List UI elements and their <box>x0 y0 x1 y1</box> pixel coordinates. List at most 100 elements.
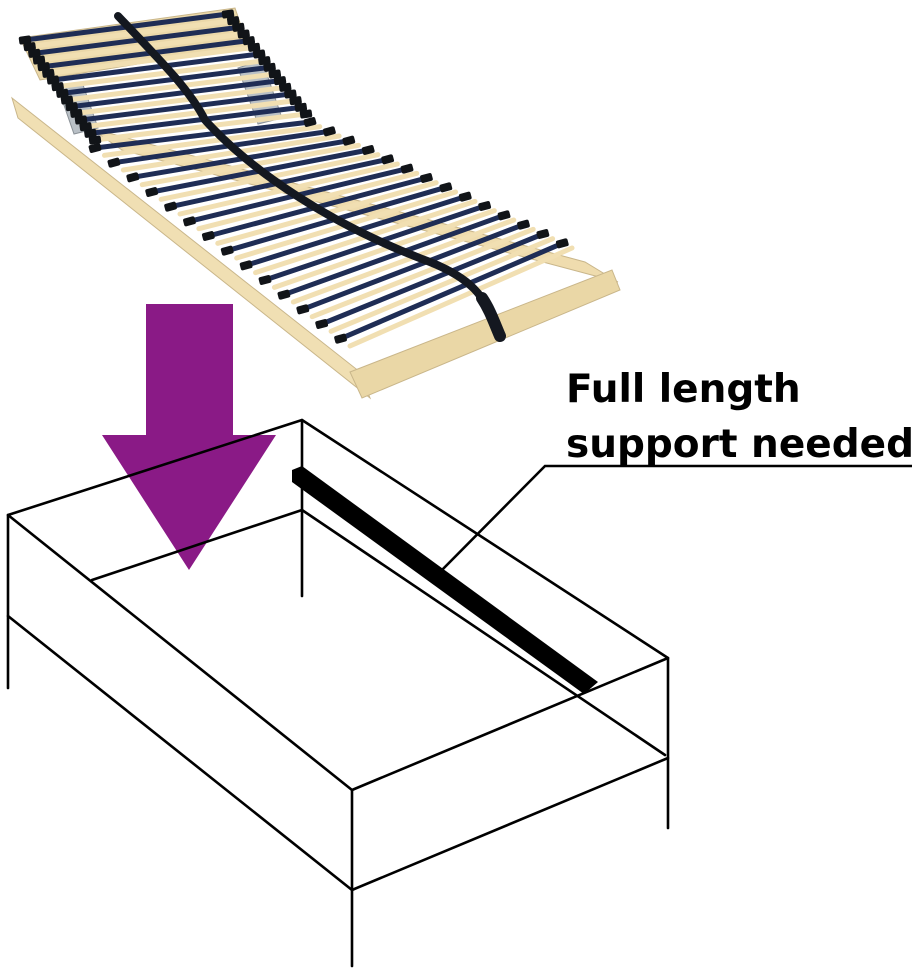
slat-clip <box>478 201 492 211</box>
slat <box>120 133 342 173</box>
slat-clip <box>126 172 140 183</box>
slat-clip <box>381 154 395 165</box>
slat-clip <box>220 245 234 256</box>
slat-clip <box>289 96 302 106</box>
callout-text: Full length support needed. <box>566 362 915 472</box>
slat <box>281 212 507 298</box>
slat-clip <box>56 88 69 98</box>
slat <box>347 245 575 349</box>
base-front-mid <box>6 614 354 892</box>
slat-clip <box>107 157 121 168</box>
slat-clip <box>258 275 272 285</box>
slat-clip <box>294 102 308 112</box>
base-top-rim <box>6 418 670 792</box>
slat-clip <box>247 42 261 52</box>
slat-clip <box>226 16 240 26</box>
slat-clip <box>242 36 256 46</box>
center-support-bar-edge <box>291 470 595 694</box>
slat <box>309 226 536 320</box>
slat-clip <box>439 182 453 193</box>
slat <box>78 91 293 123</box>
slat <box>328 236 556 334</box>
slat-clip <box>278 82 292 92</box>
slat-clip <box>315 319 329 329</box>
slat-clip <box>296 304 310 315</box>
slat-clip <box>342 135 356 146</box>
slat <box>50 51 262 83</box>
slat <box>83 98 299 130</box>
slat-clip <box>517 219 530 230</box>
slat-clip <box>273 76 287 86</box>
slat-clip <box>497 210 511 221</box>
slat <box>59 64 273 96</box>
slat-clip <box>60 95 74 105</box>
slat-clip <box>258 56 271 66</box>
slat <box>64 71 278 103</box>
slat-clip <box>70 108 83 118</box>
slat-clip <box>32 55 46 65</box>
slat-clip <box>74 115 88 125</box>
slat <box>92 111 309 143</box>
slat-clip <box>299 109 313 119</box>
frame-rail-end <box>349 269 621 399</box>
slat <box>92 119 313 151</box>
frame-rail-front <box>11 96 372 400</box>
slat <box>87 104 304 136</box>
slat-clips <box>18 9 569 344</box>
slat-clip <box>303 117 317 127</box>
bed-base-line-drawing <box>6 418 670 968</box>
slat <box>271 208 497 290</box>
slat-clip <box>23 42 36 52</box>
slat-clip <box>268 69 282 79</box>
slat-clip <box>164 201 177 212</box>
slat <box>300 222 526 312</box>
slat-clip <box>88 135 102 145</box>
callout-line-1: Full length <box>566 367 801 412</box>
slat-clip <box>145 187 159 197</box>
slat-clip <box>252 49 266 59</box>
slat-clip <box>284 89 297 99</box>
slat-clip <box>232 22 245 32</box>
slat-clip <box>88 143 102 153</box>
slat-clip <box>334 333 347 344</box>
slat <box>45 44 257 76</box>
slat-clip <box>42 68 55 78</box>
slatted-bed-frame-illustration <box>11 7 621 400</box>
slat-clip <box>277 289 291 300</box>
slats-foot-section <box>92 119 575 349</box>
slat <box>101 124 323 158</box>
slat-clip <box>420 173 433 183</box>
slat-clip <box>400 163 414 174</box>
center-strap-loop <box>476 292 506 342</box>
slat-clip <box>555 238 569 249</box>
slat-clip <box>263 62 276 72</box>
slat <box>73 84 288 116</box>
slat-clip <box>183 216 196 227</box>
slat-clip <box>37 62 50 72</box>
slat-clip <box>323 126 336 137</box>
callout-line-2: support needed. <box>566 422 915 467</box>
slat <box>290 217 517 305</box>
slat <box>36 31 247 63</box>
slat-clip <box>46 75 60 85</box>
slat-clip <box>221 9 235 19</box>
slat <box>69 78 283 110</box>
base-right-mid <box>350 756 670 892</box>
slat-clip <box>28 48 41 58</box>
slat-clip <box>458 191 472 202</box>
slat-clip <box>536 229 550 239</box>
slat <box>338 240 565 342</box>
slat-clip <box>237 29 250 39</box>
slat <box>55 58 267 90</box>
slat-clip <box>361 145 375 155</box>
slat-clip <box>79 122 92 132</box>
slat-clip <box>239 260 253 271</box>
center-strap <box>114 12 502 334</box>
down-arrow-icon <box>102 304 276 570</box>
slat <box>319 231 546 327</box>
callout-leader-line <box>435 464 912 577</box>
slat-clip <box>51 82 64 92</box>
slat-clip <box>18 35 32 45</box>
slat <box>41 38 252 70</box>
